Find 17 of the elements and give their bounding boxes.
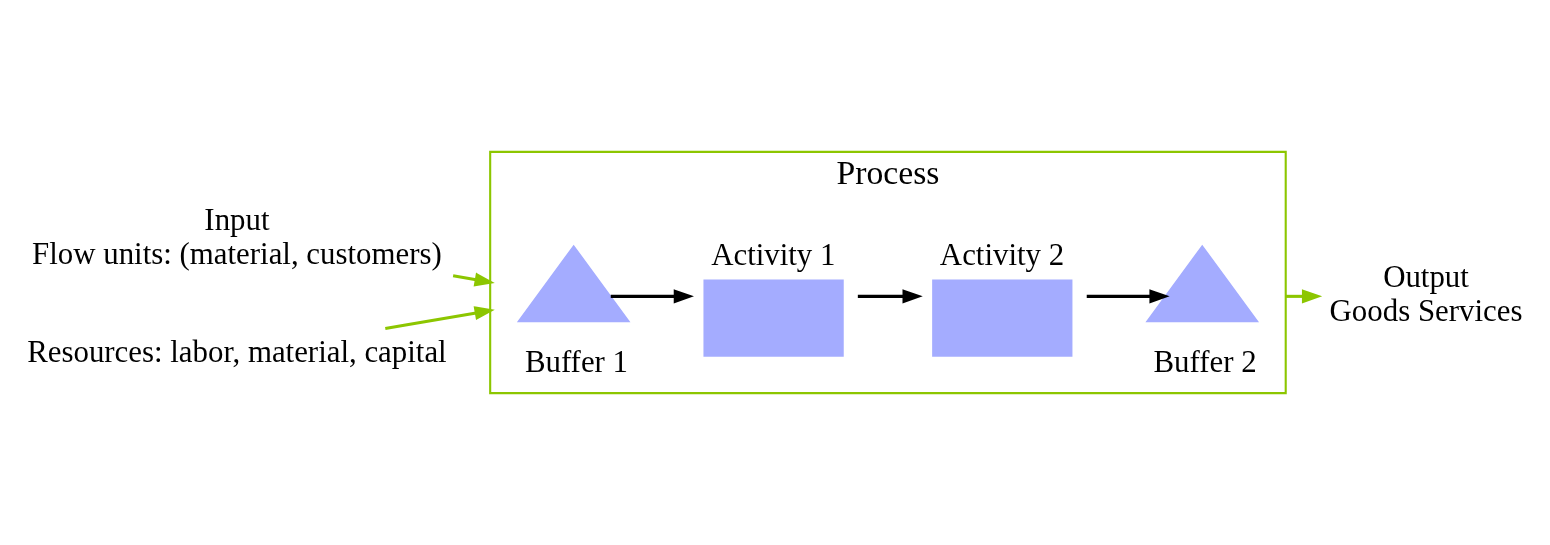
arrow	[610, 289, 694, 304]
arrow	[385, 306, 495, 331]
node-triangle	[1145, 244, 1260, 323]
node-label: Buffer 2	[1153, 344, 1257, 379]
arrow	[1086, 289, 1170, 304]
node-triangle	[516, 244, 631, 323]
node-text: Output Goods Services	[1329, 260, 1523, 329]
arrow	[452, 272, 495, 287]
arrow	[1285, 289, 1323, 304]
node-label: Activity 1	[711, 237, 836, 272]
node-box	[932, 279, 1073, 357]
node-label: Activity 2	[939, 237, 1065, 272]
node-box	[703, 279, 844, 357]
node-label: Buffer 1	[524, 344, 629, 379]
node-text: Resources: labor, material, capital	[27, 334, 447, 369]
arrow	[857, 289, 923, 304]
node-text: Input Flow units: (material, customers)	[32, 202, 442, 271]
